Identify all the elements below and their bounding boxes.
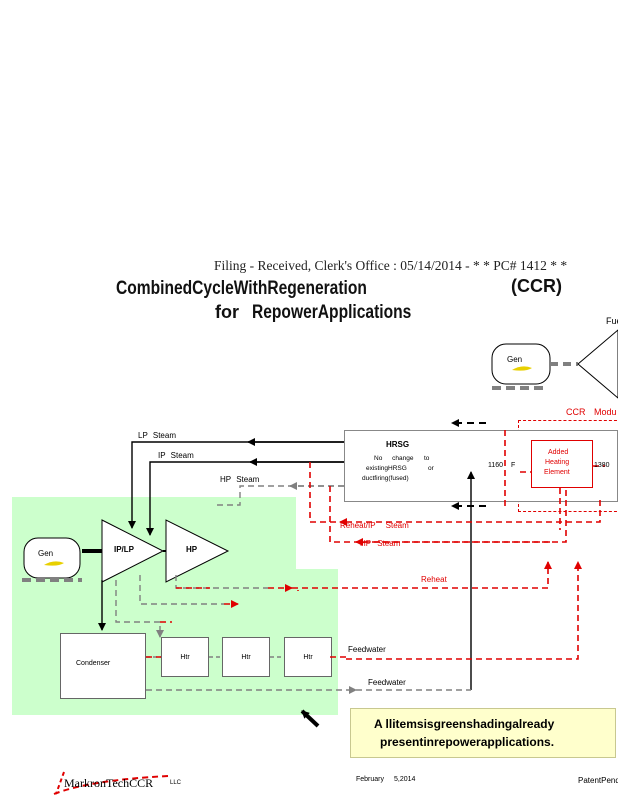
title-line-1: CombinedCycleWithRegeneration <box>116 278 367 299</box>
hrsg-note-2: existingHRSG <box>366 465 407 472</box>
note-line-2: presentinrepowerapplications. <box>380 735 555 749</box>
heater-line-2: Heating <box>545 459 570 466</box>
temp-f-label: F <box>511 462 516 469</box>
heater-line-3: Element <box>544 469 570 476</box>
extraction-line-1 <box>115 580 164 638</box>
heater-line-1: Added <box>548 449 569 456</box>
gen-left-label: Gen <box>38 549 54 558</box>
heater-1-label: Htr <box>180 654 190 661</box>
hrsg-note-3: ductfiring(fused) <box>362 475 409 482</box>
temp-1160-label: 1160 <box>488 462 504 469</box>
reheat-ip-steam-label: Reheat/IP Steam <box>340 521 409 530</box>
note-line-1: A llitemsisgreenshadingalready <box>374 717 555 731</box>
title-line-2: RepowerApplications <box>252 302 412 323</box>
fuel-label: Fue <box>606 316 618 326</box>
hp-steam-red-label: HP Steam <box>360 539 401 548</box>
hrsg-note-or: or <box>428 465 434 472</box>
heater-2-box: Htr <box>222 637 270 677</box>
red-flow-lines <box>146 430 605 660</box>
hrsg-title: HRSG <box>386 440 410 449</box>
heater-2-label: Htr <box>241 654 251 661</box>
footer-date-month: February <box>356 776 385 783</box>
title-ccr: (CCR) <box>511 276 562 296</box>
added-heating-element-box <box>531 440 593 488</box>
heater-3-label: Htr <box>303 654 313 661</box>
filing-stamp: Filing - Received, Clerk's Office : 05/1… <box>214 258 568 273</box>
left-generator-icon <box>22 537 82 582</box>
hp-steam-gray-line <box>215 485 344 506</box>
temp-1380-label: 1380 <box>594 462 610 469</box>
feedwater-gray-label: Feedwater <box>368 678 406 687</box>
ip-lp-turbine <box>101 519 165 583</box>
hp-label: HP <box>186 545 198 554</box>
heater-3-box: Htr <box>284 637 332 677</box>
heater-1-box: Htr <box>161 637 209 677</box>
ip-steam-line <box>146 461 344 536</box>
title-for: for <box>215 302 239 322</box>
gas-turbine-compressor <box>577 329 618 399</box>
reheat-label: Reheat <box>421 575 447 584</box>
hp-steam-top-label: HP Steam <box>220 475 260 484</box>
condenser-label: Condenser <box>76 660 111 667</box>
gen-top-label: Gen <box>507 355 523 364</box>
note-box <box>350 708 616 758</box>
markron-logo-swoosh <box>53 771 169 795</box>
top-generator-icon <box>491 343 551 390</box>
extraction-line-3 <box>175 575 268 589</box>
extraction-line-2 <box>139 575 224 605</box>
shading-notch <box>296 497 338 569</box>
footer-date-day: 5,2014 <box>394 776 416 783</box>
patent-pending: PatentPendin <box>578 776 618 785</box>
hrsg-note-to: to <box>424 455 430 462</box>
ip-steam-label: IP Steam <box>158 451 194 460</box>
company-suffix: LLC <box>170 780 182 786</box>
feedwater-red-label: Feedwater <box>348 645 386 654</box>
hrsg-note-1: No change <box>374 455 414 462</box>
ccr-module-label: CCR Modu <box>566 407 617 417</box>
ip-lp-label: IP/LP <box>114 545 135 554</box>
company-name: MarkronTechCCR <box>64 776 154 790</box>
note-pointer-arrow <box>300 709 320 728</box>
condenser-box <box>60 633 146 699</box>
lp-steam-label: LP Steam <box>138 431 176 440</box>
